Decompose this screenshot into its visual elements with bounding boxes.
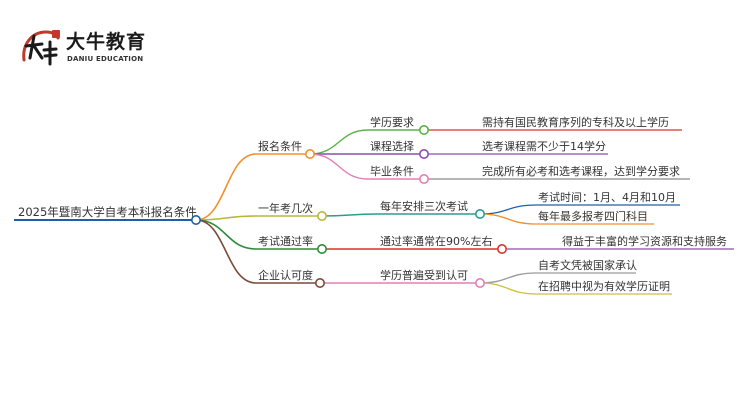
branch-connector <box>195 219 257 250</box>
branch-node-dot <box>316 244 327 255</box>
child-node-dot <box>496 244 507 255</box>
leaf-label: 完成所有必考和选考课程，达到学分要求 <box>482 164 680 178</box>
child-label: 学历普遍受到认可 <box>380 268 468 282</box>
child-label: 每年安排三次考试 <box>380 199 468 213</box>
leaf-label: 自考文凭被国家承认 <box>538 258 637 272</box>
leaf-label: 每年最多报考四门科目 <box>538 209 648 223</box>
leaf-connector <box>479 272 537 284</box>
leaf-connector <box>479 282 537 295</box>
leaf-label: 得益于丰富的学习资源和支持服务 <box>562 234 727 248</box>
branch-connector <box>195 153 257 221</box>
branch-label: 一年考几次 <box>258 201 313 215</box>
leaf-connector <box>479 204 537 215</box>
root-node-dot <box>191 215 202 226</box>
leaf-label: 选考课程需不少于14学分 <box>482 139 606 153</box>
child-node-dot <box>418 149 429 160</box>
child-label: 毕业条件 <box>370 164 414 178</box>
child-connector <box>321 213 379 217</box>
child-connector <box>309 129 369 155</box>
leaf-label: 在招聘中视为有效学历证明 <box>538 279 670 293</box>
root-label: 2025年暨南大学自考本科报名条件 <box>18 205 197 219</box>
branch-node-dot <box>304 149 315 160</box>
child-node-dot <box>474 209 485 220</box>
branch-connector <box>195 219 257 284</box>
brand-subtitle: DANIU EDUCATION <box>67 55 144 63</box>
child-node-dot <box>474 277 485 288</box>
leaf-label: 考试时间：1月、4月和10月 <box>538 191 676 204</box>
logo: 大牛教育 DANIU EDUCATION <box>18 24 178 70</box>
leaf-label: 需持有国民教育序列的专科及以上学历 <box>482 115 669 129</box>
child-label: 课程选择 <box>370 139 414 153</box>
child-node-dot <box>418 174 429 185</box>
child-node-dot <box>418 125 429 136</box>
daniu-logo-icon <box>22 30 60 66</box>
child-connector <box>309 153 369 180</box>
brand-name: 大牛教育 <box>66 31 147 53</box>
leaf-connector <box>479 213 537 225</box>
branch-label: 报名条件 <box>258 139 302 153</box>
branch-node-dot <box>316 211 327 222</box>
branch-label: 考试通过率 <box>258 234 313 248</box>
branch-label: 企业认可度 <box>258 268 313 282</box>
child-label: 学历要求 <box>370 115 414 129</box>
child-label: 通过率通常在90%左右 <box>380 234 492 248</box>
branch-node-dot <box>314 277 325 288</box>
